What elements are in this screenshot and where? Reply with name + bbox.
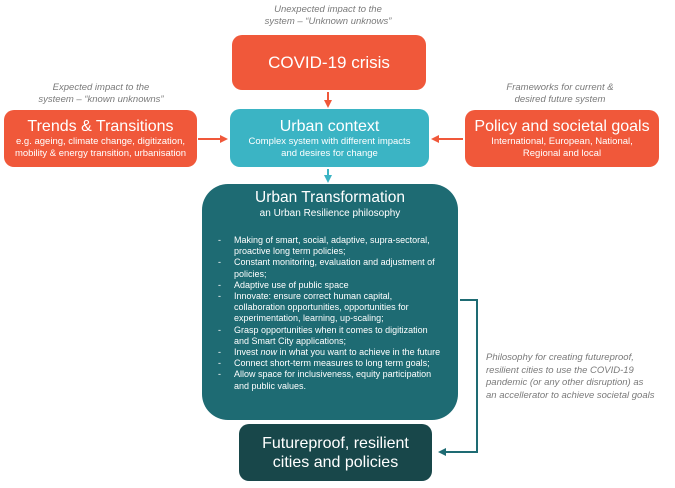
- futureproof-title-line1: Futureproof, resilient: [262, 434, 409, 452]
- futureproof-title-line2: cities and policies: [272, 453, 399, 471]
- bullet-item: Grasp opportunities when it comes to dig…: [218, 325, 442, 347]
- trends-transitions-sub-line1: e.g. ageing, climate change, digitizatio…: [16, 136, 185, 147]
- note-philosophy: Philosophy for creating futureproof, res…: [486, 352, 672, 402]
- bullet-item: Constant monitoring, evaluation and adju…: [218, 257, 442, 279]
- bullet-item: Connect short-term measures to long term…: [218, 358, 442, 369]
- bullet-item: Invest now in what you want to achieve i…: [218, 347, 442, 358]
- note-frameworks: Frameworks for current & desired future …: [462, 82, 658, 106]
- note-philosophy-line4: an accellerator to achieve societal goal…: [486, 389, 655, 401]
- policy-societal-goals-sub-line2: Regional and local: [522, 148, 602, 159]
- note-philosophy-line3: pandemic (or any other disruption) as: [486, 377, 644, 388]
- bullet-item: Adaptive use of public space: [218, 280, 442, 291]
- policy-societal-goals-sub-line1: International, European, National,: [491, 136, 633, 147]
- bullet-item: Making of smart, social, adaptive, supra…: [218, 235, 442, 257]
- urban-transformation-subtitle: an Urban Resilience philosophy: [259, 208, 401, 219]
- emphasis-now: now: [260, 347, 278, 358]
- note-frameworks-line1: Frameworks for current &: [506, 82, 614, 93]
- urban-transformation-bullet-list: Making of smart, social, adaptive, supra…: [218, 235, 442, 392]
- note-unexpected-line2: system – “Unknown unknows”: [264, 16, 392, 27]
- note-unexpected-line1: Unexpected impact to the: [274, 4, 382, 15]
- covid-crisis-box: COVID-19 crisis: [232, 35, 426, 90]
- trends-transitions-title: Trends & Transitions: [27, 118, 174, 135]
- trends-transitions-box: Trends & Transitions e.g. ageing, climat…: [4, 110, 197, 167]
- policy-societal-goals-box: Policy and societal goals International,…: [465, 110, 659, 167]
- note-unexpected-impact: Unexpected impact to the system – “Unkno…: [228, 4, 428, 28]
- urban-context-title: Urban context: [279, 117, 380, 135]
- urban-transformation-box: Urban Transformation an Urban Resilience…: [202, 184, 458, 420]
- urban-context-sub-line1: Complex system with different impacts: [248, 135, 411, 147]
- bullet-item: Allow space for inclusiveness, equity pa…: [218, 369, 442, 391]
- urban-context-box: Urban context Complex system with differ…: [230, 109, 429, 167]
- note-expected-line1: Expected impact to the: [52, 82, 150, 93]
- note-frameworks-line2: desired future system: [514, 94, 606, 105]
- note-philosophy-line1: Philosophy for creating futureproof,: [486, 352, 634, 363]
- bullet-item: Innovate: ensure correct human capital, …: [218, 291, 442, 325]
- note-expected-impact: Expected impact to the systeem – “known …: [4, 82, 198, 106]
- urban-transformation-title: Urban Transformation: [255, 189, 405, 206]
- futureproof-cities-box: Futureproof, resilient cities and polici…: [239, 424, 432, 481]
- trends-transitions-sub-line2: mobility & energy transition, urbanisati…: [14, 148, 187, 159]
- note-philosophy-line2: resilient cities to use the COVID-19: [486, 364, 634, 376]
- covid-crisis-title: COVID-19 crisis: [268, 53, 390, 72]
- urban-context-sub-line2: and desires for change: [281, 147, 378, 159]
- policy-societal-goals-title: Policy and societal goals: [474, 118, 650, 135]
- note-expected-line2: systeem – “known unknowns”: [38, 94, 164, 105]
